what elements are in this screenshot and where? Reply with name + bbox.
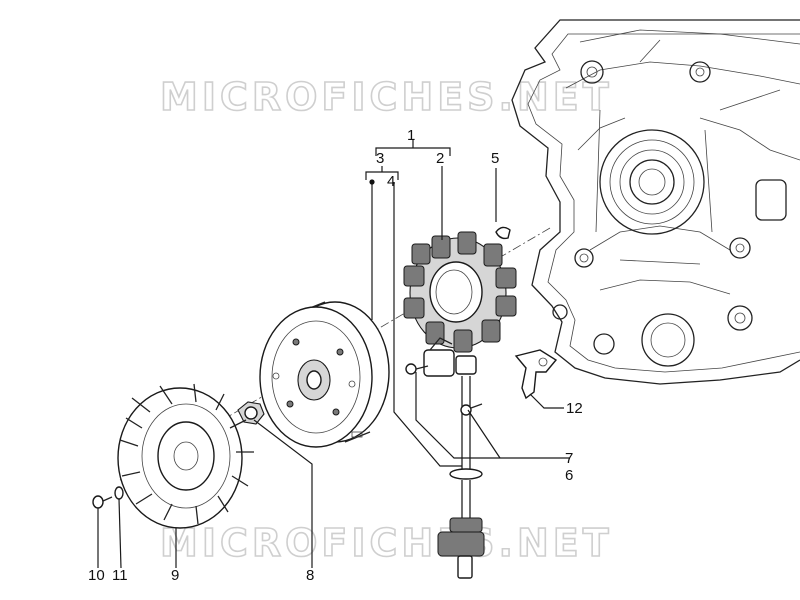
callout-7: 7 [565, 450, 573, 467]
cable-bracket [514, 349, 558, 400]
callout-2: 2 [436, 150, 444, 167]
callout-5: 5 [491, 150, 499, 167]
callout-1: 1 [407, 127, 415, 144]
stator-screws [405, 363, 483, 416]
callout-4: 4 [387, 173, 395, 190]
callout-8: 8 [306, 567, 314, 584]
fan-washer [114, 486, 124, 500]
callout-leaders [97, 140, 570, 569]
watermark-top: MICROFICHES.NET [160, 75, 613, 119]
woodruff-key [495, 226, 511, 240]
watermark-bottom: MICROFICHES.NET [160, 521, 613, 565]
flywheel-rotor [259, 301, 390, 448]
callout-9: 9 [171, 567, 179, 584]
callout-12: 12 [566, 400, 583, 417]
callout-10: 10 [88, 567, 105, 584]
callout-6: 6 [565, 467, 573, 484]
stator [403, 231, 517, 579]
callout-3: 3 [376, 150, 384, 167]
callout-11: 11 [112, 567, 128, 584]
cooling-fan [117, 383, 254, 529]
crankcase-half [511, 19, 800, 385]
fan-screw [92, 495, 113, 509]
flywheel-nut [237, 401, 265, 425]
